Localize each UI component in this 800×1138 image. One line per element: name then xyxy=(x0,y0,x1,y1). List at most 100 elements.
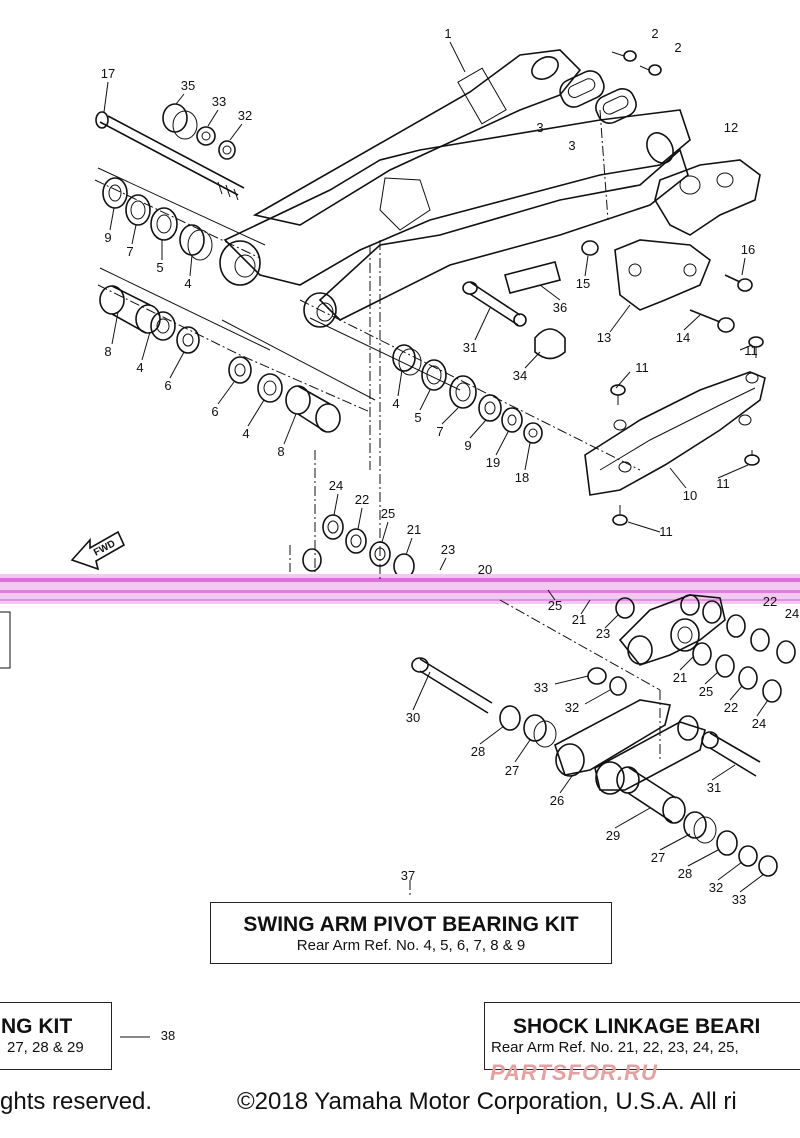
part-label-24: 24 xyxy=(752,716,766,731)
part-label-27: 27 xyxy=(505,763,519,778)
part-label-24: 24 xyxy=(329,478,343,493)
chain-guide xyxy=(654,159,761,236)
part-label-10: 10 xyxy=(683,488,697,503)
washer-32-top xyxy=(218,140,236,160)
part-label-8: 8 xyxy=(104,344,111,359)
chain-adjuster-right xyxy=(595,88,637,124)
part-label-6: 6 xyxy=(211,404,218,419)
part-label-8: 8 xyxy=(277,444,284,459)
chain-slider xyxy=(584,371,766,496)
pivot-bearing-kit-box: SWING ARM PIVOT BEARING KIT Rear Arm Ref… xyxy=(210,902,612,964)
part-label-21: 21 xyxy=(673,670,687,685)
relay-arm xyxy=(618,594,726,666)
chain-adjuster-left xyxy=(559,70,605,108)
footer-rights: ghts reserved. xyxy=(0,1088,153,1115)
bearing-stack-left xyxy=(102,177,213,261)
bearing-28-27 xyxy=(499,705,557,748)
left-kit-title: NG KIT xyxy=(1,1015,73,1038)
shock-kit-title: SHOCK LINKAGE BEARI xyxy=(513,1015,761,1038)
part-label-18: 18 xyxy=(515,470,529,485)
leader-lines xyxy=(103,41,769,1038)
left-bearing-kit-box: NG KIT 27, 28 & 29 xyxy=(0,1002,112,1070)
part-label-32: 32 xyxy=(238,108,252,123)
part-label-11: 11 xyxy=(659,524,673,539)
collar-15 xyxy=(581,240,599,256)
part-label-4: 4 xyxy=(136,360,143,375)
part-label-30: 30 xyxy=(406,710,420,725)
part-label-3: 3 xyxy=(536,120,543,135)
swing-arm xyxy=(219,49,691,328)
part-label-1: 1 xyxy=(444,26,451,41)
bolt-14 xyxy=(689,309,735,333)
part-label-31: 31 xyxy=(707,780,721,795)
part-label-2: 2 xyxy=(674,40,681,55)
part-label-32: 32 xyxy=(565,700,579,715)
left-kit-subtitle: 27, 28 & 29 xyxy=(7,1039,84,1056)
part-label-9: 9 xyxy=(104,230,111,245)
part-label-17: 17 xyxy=(101,66,115,81)
part-label-33: 33 xyxy=(732,892,746,907)
part-label-5: 5 xyxy=(414,410,421,425)
part-label-4: 4 xyxy=(392,396,399,411)
nut-33-mid xyxy=(587,667,607,685)
part-label-32: 32 xyxy=(709,880,723,895)
bearing-stack-right-lower xyxy=(228,356,341,433)
part-label-11: 11 xyxy=(635,360,649,375)
part-label-11: 11 xyxy=(744,343,758,358)
bolt-30 xyxy=(411,657,493,714)
part-label-28: 28 xyxy=(471,744,485,759)
part-label-11: 11 xyxy=(716,476,730,491)
forward-arrow: FWD xyxy=(70,530,126,571)
part-label-5: 5 xyxy=(156,260,163,275)
part-label-7: 7 xyxy=(126,244,133,259)
part-label-36: 36 xyxy=(553,300,567,315)
part-label-25: 25 xyxy=(699,684,713,699)
part-label-29: 29 xyxy=(606,828,620,843)
part-label-28: 28 xyxy=(678,866,692,881)
shock-kit-subtitle: Rear Arm Ref. No. 21, 22, 23, 24, 25, xyxy=(491,1039,739,1056)
part-label-35: 35 xyxy=(181,78,195,93)
part-label-34: 34 xyxy=(513,368,527,383)
bolt-31-lower xyxy=(701,731,761,777)
part-label-37: 37 xyxy=(401,868,415,883)
part-label-6: 6 xyxy=(164,378,171,393)
part-label-7: 7 xyxy=(436,424,443,439)
bearing-4-6-left xyxy=(150,311,200,354)
part-label-24: 24 xyxy=(785,606,799,621)
pivot-collar-8-left xyxy=(99,285,161,334)
scan-glitch-band xyxy=(0,574,800,604)
part-label-13: 13 xyxy=(597,330,611,345)
linkage-bearings-right xyxy=(692,600,796,703)
part-label-22: 22 xyxy=(724,700,738,715)
connecting-rod xyxy=(554,699,706,795)
center-lines xyxy=(0,109,661,898)
part-label-12: 12 xyxy=(724,120,738,135)
part-label-33: 33 xyxy=(212,94,226,109)
lower-bearing-stack xyxy=(683,811,778,877)
part-label-2: 2 xyxy=(651,26,658,41)
bolt-31-top xyxy=(462,281,527,327)
watermark: PARTSFOR.RU xyxy=(490,1060,658,1085)
part-label-25: 25 xyxy=(548,598,562,613)
part-label-38: 38 xyxy=(161,1028,175,1043)
adjuster-bolts xyxy=(611,50,662,76)
part-label-4: 4 xyxy=(242,426,249,441)
cap-34 xyxy=(534,328,566,360)
part-label-3: 3 xyxy=(568,138,575,153)
bearing-stack-right xyxy=(392,344,543,444)
nut-33-top xyxy=(196,126,216,146)
cap-35 xyxy=(162,103,198,140)
chain-support-bracket xyxy=(614,239,711,311)
part-label-22: 22 xyxy=(355,492,369,507)
part-label-33: 33 xyxy=(534,680,548,695)
shock-linkage-kit-box: SHOCK LINKAGE BEARI Rear Arm Ref. No. 21… xyxy=(484,1002,800,1070)
part-label-23: 23 xyxy=(441,542,455,557)
footer-copyright: ©2018 Yamaha Motor Corporation, U.S.A. A… xyxy=(237,1088,737,1115)
part-label-4: 4 xyxy=(184,276,191,291)
pivot-kit-title: SWING ARM PIVOT BEARING KIT xyxy=(243,913,579,936)
part-label-23: 23 xyxy=(596,626,610,641)
part-label-14: 14 xyxy=(676,330,690,345)
part-label-20: 20 xyxy=(478,562,492,577)
